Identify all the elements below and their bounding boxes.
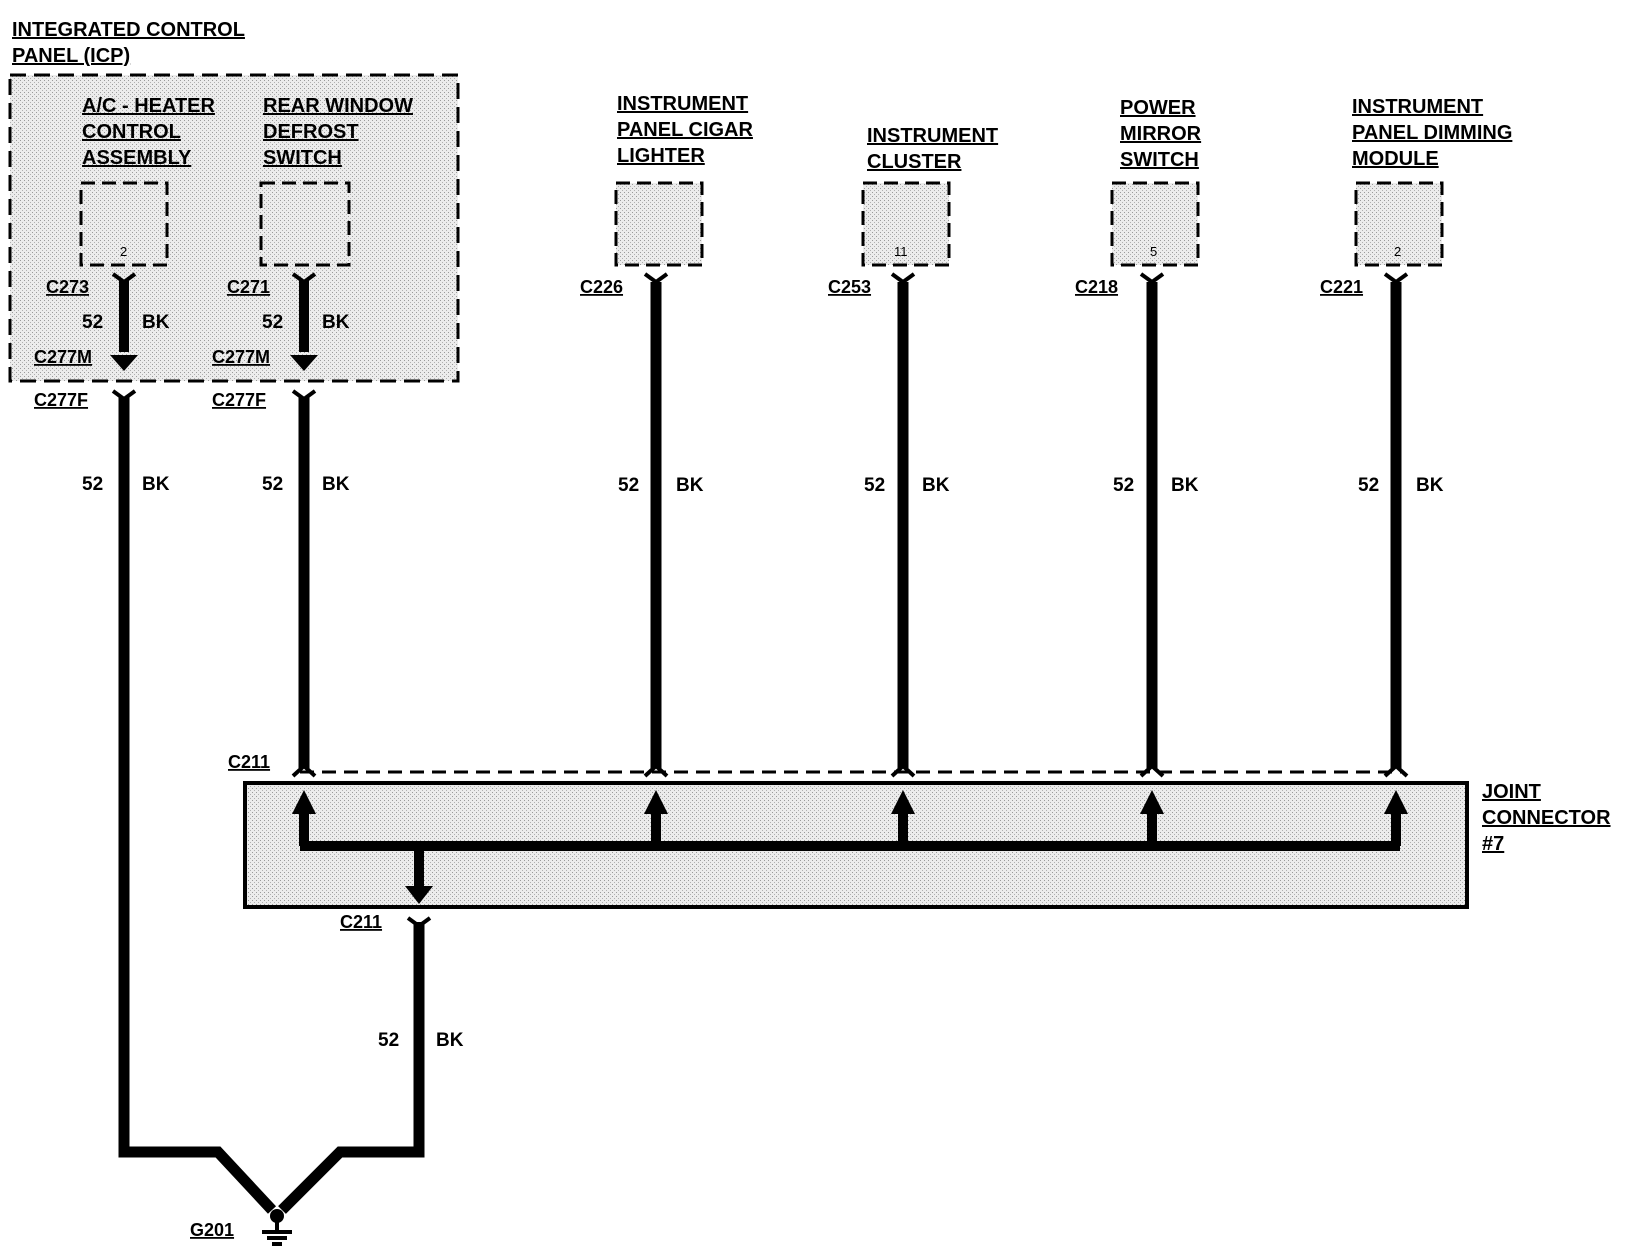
ac-heater-label-line2: CONTROL [82,121,181,143]
rear-defrost-label-line1: REAR WINDOW [263,95,413,117]
c211-bottom-chevron [406,916,432,929]
c277m-label-right: C277M [212,347,270,367]
wire-circuit-label: 52 [82,474,103,495]
cluster-component-box [861,181,951,267]
c211-label-top: C211 [228,752,270,772]
cluster-label-line2: CLUSTER [867,151,962,173]
wire-color-label: BK [922,475,950,496]
c277m-label-left: C277M [34,347,92,367]
wire-color-label: BK [322,312,350,333]
wire-color-label: BK [1416,475,1444,496]
icp-title-line1: INTEGRATED CONTROL [12,19,245,41]
rear-defrost-label-line2: DEFROST [263,121,359,143]
wire-circuit-label: 52 [864,475,885,496]
wire-color-label: BK [142,312,170,333]
wire-circuit-label: 52 [618,475,639,496]
cigar-lighter-label-line3: LIGHTER [617,145,705,167]
joint-arrow-up-2 [644,790,668,814]
ac-heater-label-line3: ASSEMBLY [82,147,192,169]
ac-heater-pin: 2 [120,244,127,259]
cluster-label-line1: INSTRUMENT [867,125,998,147]
rear-defrost-arrow-down [290,355,318,371]
wire-labels: 52 BK 52 BK 52 BK 52 BK 52 BK 52 BK 52 B… [82,312,1444,1051]
joint-arrow-up-1 [292,790,316,814]
wire-circuit-label: 52 [82,312,103,333]
wire-color-label: BK [322,474,350,495]
c277f-label-right: C277F [212,390,266,410]
wire-circuit-label: 52 [378,1030,399,1051]
cigar-lighter-component-box [614,181,704,267]
cigar-lighter-label-line2: PANEL CIGAR [617,119,753,141]
joint-label-line2: CONNECTOR [1482,807,1611,829]
dimming-pin: 2 [1394,244,1401,259]
mirror-label-line1: POWER [1120,97,1196,119]
c226-label: C226 [580,277,623,297]
g201-label: G201 [190,1220,234,1240]
dimming-label-line3: MODULE [1352,148,1439,170]
wire-circuit-label: 52 [1358,475,1379,496]
icp-internal-wires [111,272,317,352]
mirror-label-line2: MIRROR [1120,123,1202,145]
joint-arrow-up-4 [1140,790,1164,814]
c218-label: C218 [1075,277,1118,297]
mirror-label-line3: SWITCH [1120,149,1199,171]
main-wires [118,282,1402,1214]
component-connector-chevrons [643,272,1409,285]
icp-title-line2: PANEL (ICP) [12,45,130,67]
icp-panel-box [8,73,460,383]
ac-heater-arrow-down [110,355,138,371]
c277f-label-left: C277F [34,390,88,410]
wire-color-label: BK [142,474,170,495]
wire-circuit-label: 52 [262,474,283,495]
joint-arrow-down [405,886,433,904]
joint-arrow-up-5 [1384,790,1408,814]
cigar-lighter-label-line1: INSTRUMENT [617,93,748,115]
c273-label: C273 [46,277,89,297]
mirror-pin: 5 [1150,244,1157,259]
c211-top-chevrons [291,763,1409,778]
dimming-component-box [1354,181,1444,267]
dimming-label-line2: PANEL DIMMING [1352,122,1512,144]
c271-label: C271 [227,277,270,297]
rear-defrost-component-box [259,181,351,267]
rear-defrost-label-line3: SWITCH [263,147,342,169]
wire-circuit-label: 52 [262,312,283,333]
ac-heater-component-box [79,181,169,267]
c253-label: C253 [828,277,871,297]
wire-color-label: BK [436,1030,464,1051]
wire-circuit-label: 52 [1113,475,1134,496]
joint-label-line1: JOINT [1482,781,1541,803]
joint-bus [299,812,1401,888]
c221-label: C221 [1320,277,1363,297]
wire-color-label: BK [676,475,704,496]
joint-label-line3: #7 [1482,833,1504,855]
c211-label-bottom: C211 [340,912,382,932]
dimming-label-line1: INSTRUMENT [1352,96,1483,118]
ac-heater-label-line1: A/C - HEATER [82,95,216,117]
joint-arrows [292,790,1408,904]
mirror-component-box [1110,181,1200,267]
joint-arrow-up-3 [891,790,915,814]
ground-icon [262,1209,292,1246]
cluster-pin: 11 [894,244,908,259]
wire-color-label: BK [1171,475,1199,496]
